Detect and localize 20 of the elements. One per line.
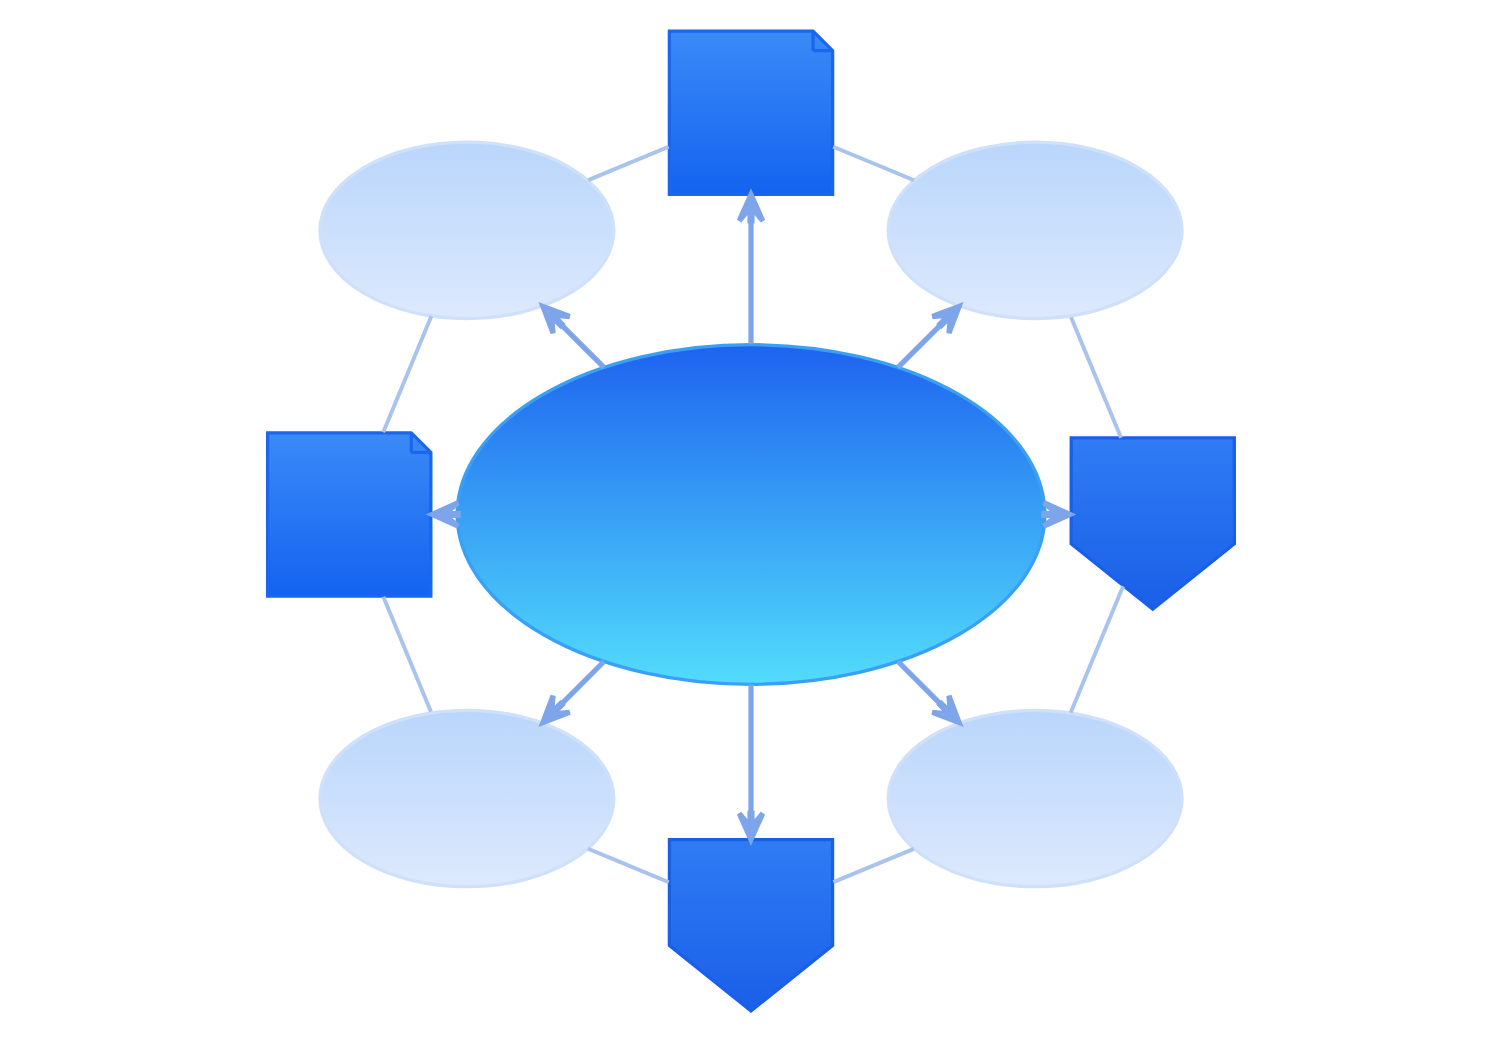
node-cloud (885, 707, 1183, 888)
connector (586, 845, 669, 884)
arrow (539, 302, 605, 369)
node-cloud (885, 139, 1183, 320)
node-cloud (317, 139, 615, 320)
node-shield (666, 837, 834, 1013)
arrow (735, 191, 765, 344)
connector (831, 143, 914, 182)
connector (380, 314, 433, 433)
connector (1068, 315, 1122, 438)
node-cloud (317, 707, 615, 888)
arrow (895, 658, 961, 725)
arrow (539, 658, 605, 725)
connector (1067, 584, 1124, 713)
connector (380, 595, 432, 712)
node-shield (1068, 435, 1236, 611)
arrow (895, 302, 961, 369)
connector (831, 846, 914, 883)
connector (586, 144, 669, 181)
arrow (735, 683, 765, 842)
